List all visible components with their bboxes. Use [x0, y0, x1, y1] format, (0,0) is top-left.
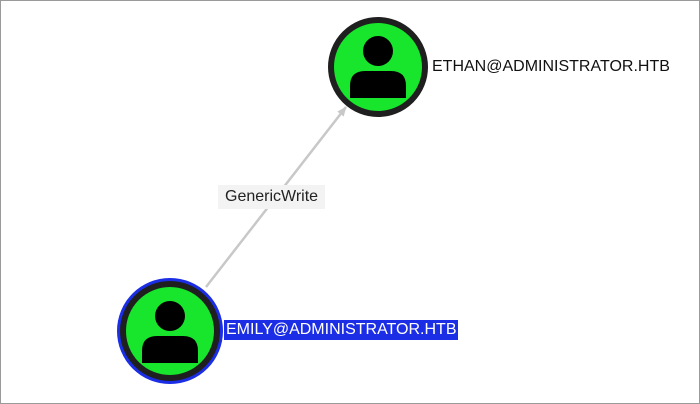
user-icon	[350, 36, 406, 98]
user-icon	[142, 301, 198, 363]
node-emily[interactable]	[117, 278, 223, 384]
edge-label-genericwrite: GenericWrite	[218, 185, 326, 209]
node-label-ethan: ETHAN@ADMINISTRATOR.HTB	[432, 58, 670, 75]
node-label-emily: EMILY@ADMINISTRATOR.HTB	[224, 320, 459, 340]
node-ethan[interactable]	[328, 17, 428, 117]
